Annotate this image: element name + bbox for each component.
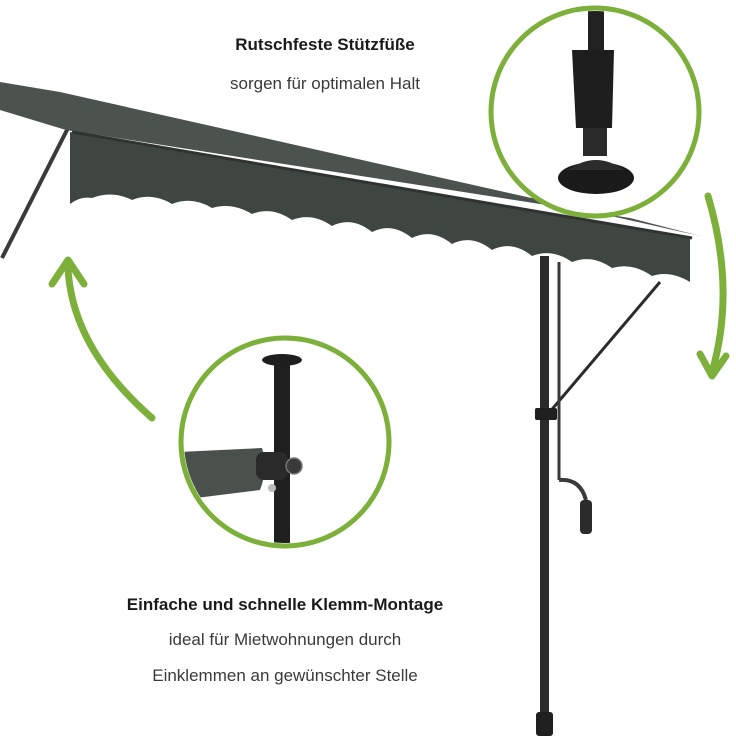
- detail-circle-clamp: [178, 335, 392, 549]
- arrow-curve-left: [64, 264, 156, 422]
- feature-description-line: ideal für Mietwohnungen durch: [168, 630, 402, 649]
- clamp-awning-fabric: [184, 448, 265, 500]
- detail-circle-foot: [488, 5, 702, 219]
- awning-fabric-top: [0, 82, 700, 236]
- foot-sleeve: [572, 50, 614, 128]
- pole-bracket: [535, 408, 557, 420]
- feature-caption-clamp: Einfache und schnelle Klemm-Montage idea…: [60, 590, 510, 692]
- arrow-head-up-icon: [48, 256, 88, 288]
- feature-title: Einfache und schnelle Klemm-Montage: [126, 595, 444, 614]
- pole-foot: [536, 712, 553, 736]
- support-pole: [540, 256, 549, 726]
- awning-front-rail: [71, 130, 693, 240]
- clamp-top-plate: [262, 354, 302, 366]
- foot-stem: [583, 128, 607, 156]
- clamp-bolt-icon: [268, 484, 276, 492]
- crank-handle-grip: [580, 500, 592, 534]
- feature-title: Rutschfeste Stützfüße: [235, 35, 415, 54]
- crank-handle-arm: [558, 477, 588, 501]
- awning-valance: [70, 132, 690, 282]
- foot-pole: [588, 11, 604, 60]
- arrow-curve-right: [704, 192, 727, 376]
- arrow-head-down-icon: [696, 350, 730, 380]
- right-support-arm: [546, 281, 662, 415]
- clamp-bracket: [256, 452, 288, 480]
- feature-description: sorgen für optimalen Halt: [230, 74, 420, 93]
- clamp-screw-icon: [285, 457, 303, 475]
- feature-description-line: Einklemmen an gewünschter Stelle: [152, 666, 418, 685]
- left-support-arm: [0, 127, 70, 259]
- feature-caption-foot: Rutschfeste Stützfüße sorgen für optimal…: [170, 32, 480, 100]
